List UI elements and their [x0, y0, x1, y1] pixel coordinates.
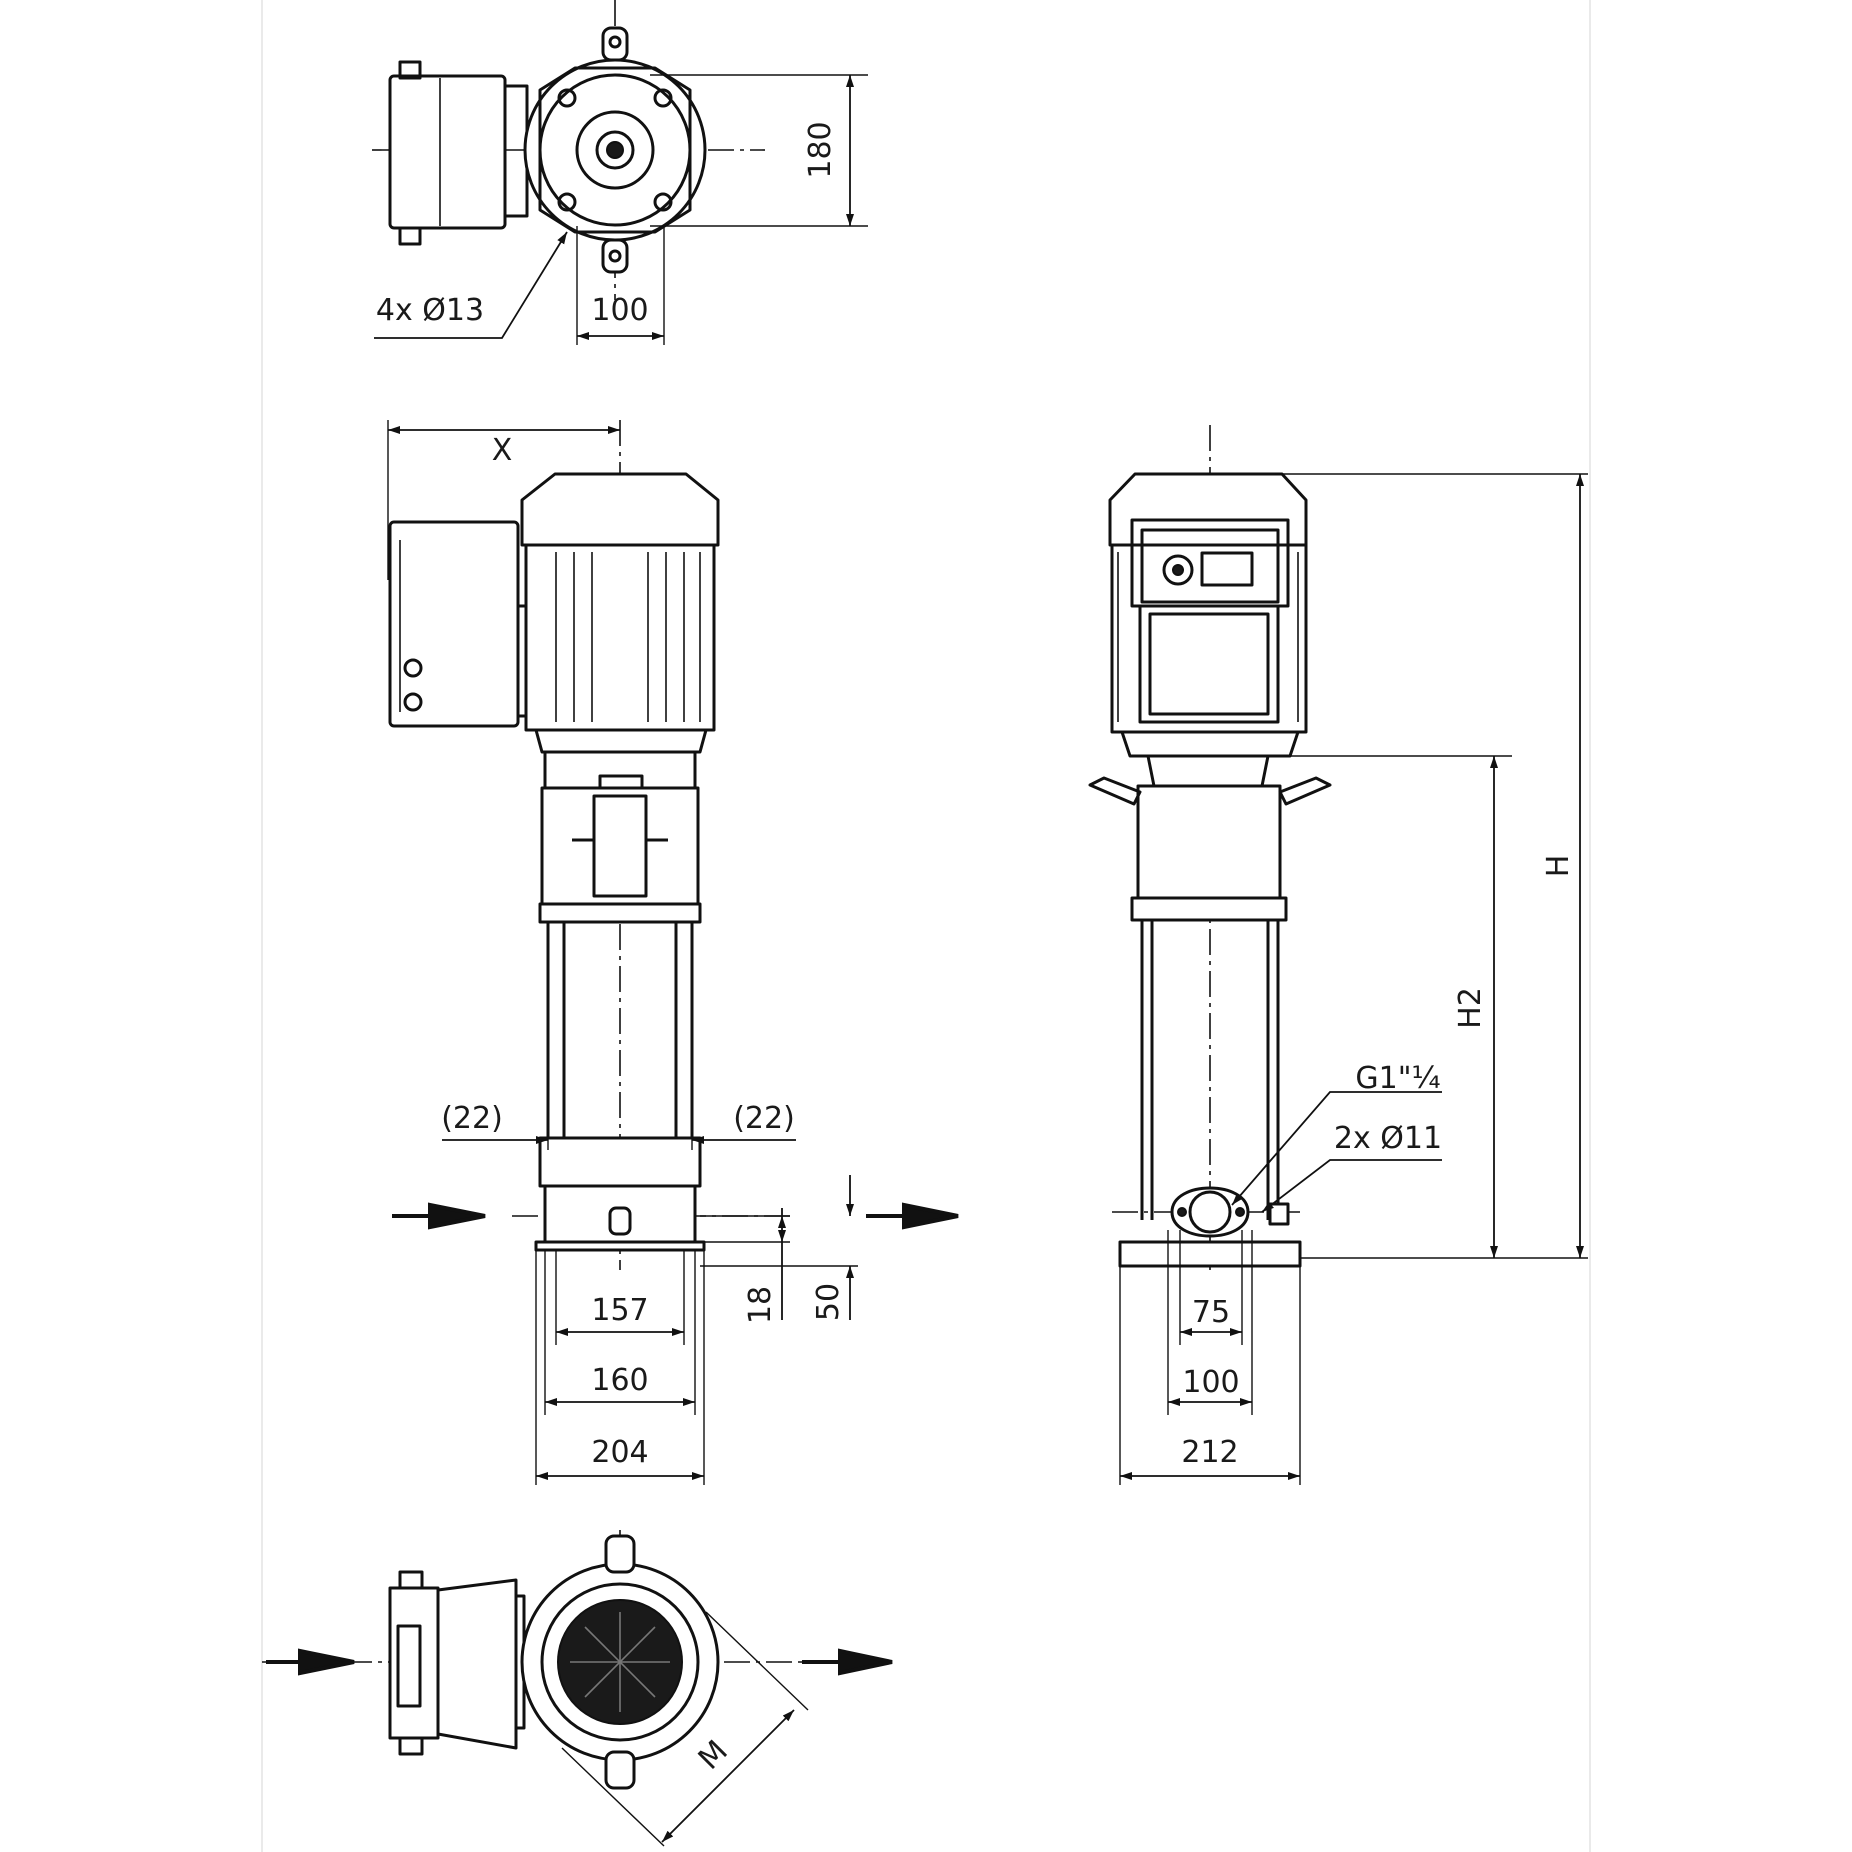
side-dim-75-label: 75 [1192, 1295, 1230, 1330]
front-dim-157-label: 157 [591, 1293, 648, 1328]
bottom-dim-m-label: M [692, 1734, 735, 1777]
front-view [387, 420, 959, 1485]
side-thread-label: G1"¼ [1355, 1061, 1440, 1096]
top-view [372, 0, 868, 345]
front-dim-22-left-label: (22) [441, 1101, 503, 1136]
side-view [1088, 425, 1588, 1485]
side-dim-h2-label: H2 [1453, 987, 1488, 1029]
top-dim-100-label: 100 [591, 293, 648, 328]
bottom-view [262, 1530, 893, 1847]
side-holes-label: 2x Ø11 [1334, 1121, 1442, 1156]
front-dim-18-label: 18 [743, 1286, 778, 1324]
front-dim-160-label: 160 [591, 1363, 648, 1398]
front-dim-22-right-label: (22) [733, 1101, 795, 1136]
side-dim-h-label: H [1541, 855, 1576, 878]
top-dim-180-label: 180 [803, 121, 838, 178]
side-dim-212-label: 212 [1181, 1435, 1238, 1470]
front-dim-204-label: 204 [591, 1435, 648, 1470]
side-dim-100-label: 100 [1182, 1365, 1239, 1400]
front-dim-x-label: X [492, 433, 513, 468]
front-dim-50-label: 50 [811, 1283, 846, 1321]
top-holes-label: 4x Ø13 [376, 293, 484, 328]
